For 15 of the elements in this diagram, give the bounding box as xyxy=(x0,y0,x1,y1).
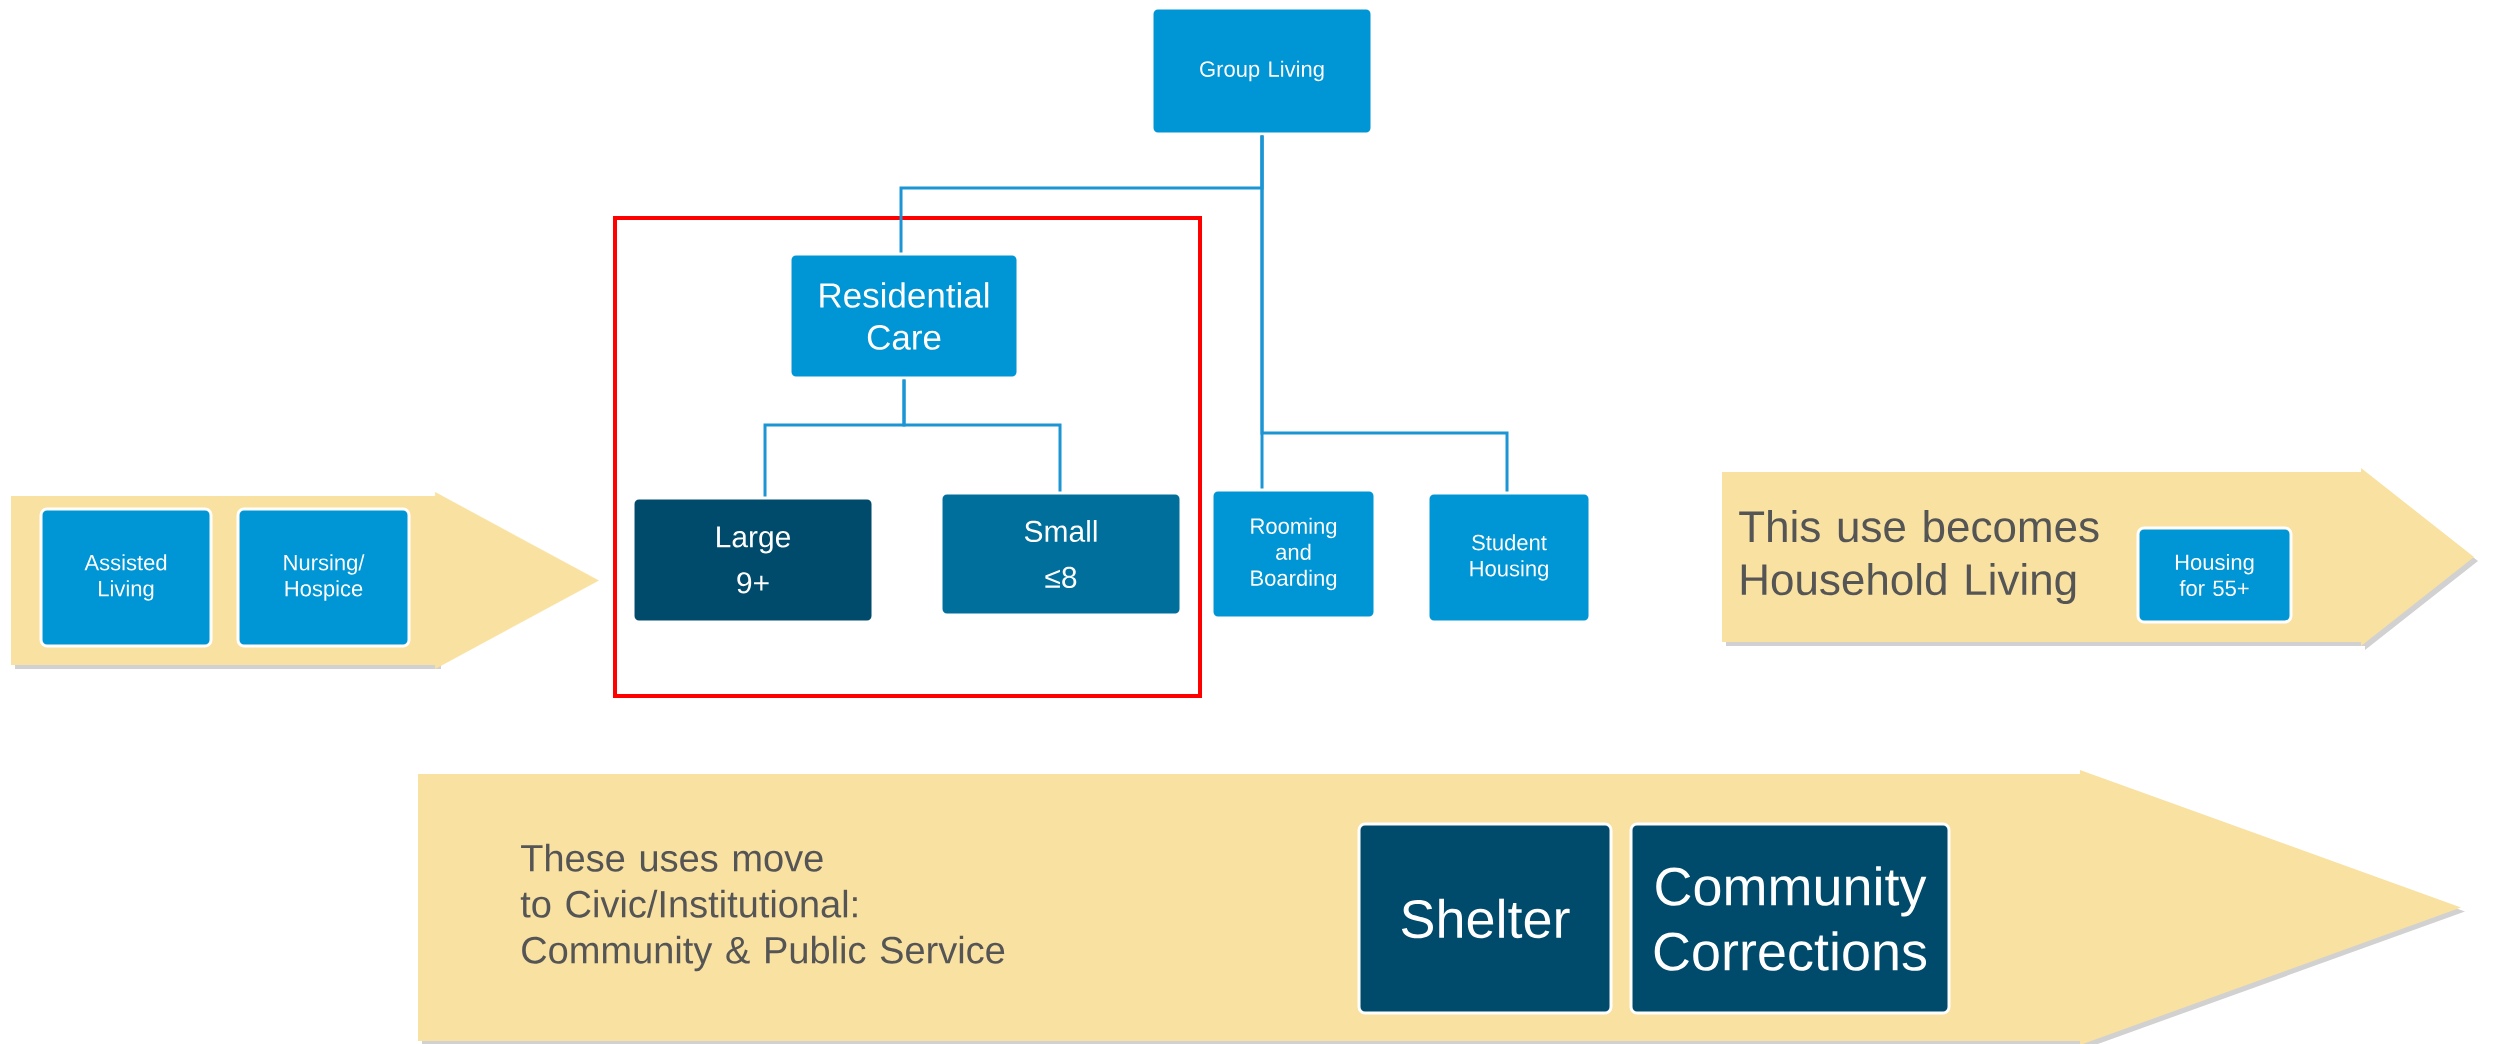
highlight-frame xyxy=(613,216,1202,698)
org-box: Large 9+ xyxy=(631,496,875,624)
org-box: Residential Care xyxy=(788,252,1020,380)
org-box: Rooming and Boarding xyxy=(1210,488,1377,620)
use-box: Shelter xyxy=(1357,822,1613,1015)
connector-line xyxy=(902,379,1062,492)
block-arrow xyxy=(434,492,599,669)
use-box: Nursing/ Hospice xyxy=(236,507,411,648)
connector-line xyxy=(1260,135,1509,492)
org-box: Small ≤8 xyxy=(939,491,1183,617)
use-box: Assisted Living xyxy=(39,507,213,648)
org-box: Group Living xyxy=(1150,6,1374,136)
org-box: Student Housing xyxy=(1426,491,1592,624)
use-box: Community Corrections xyxy=(1629,822,1951,1015)
use-box: Housing for 55+ xyxy=(2136,526,2293,624)
